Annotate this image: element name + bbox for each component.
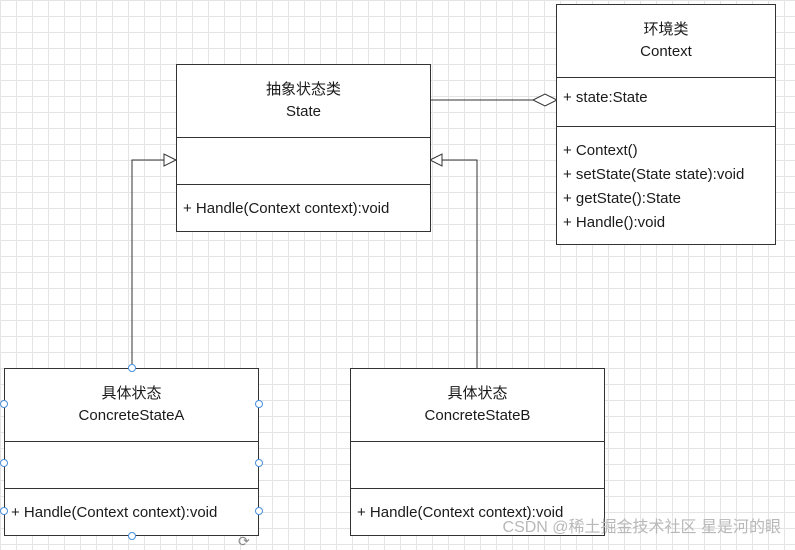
- resize-handle-right-middle[interactable]: [255, 459, 263, 467]
- generalization-arrow-b: [428, 153, 443, 167]
- class-concrete-b-name: ConcreteStateB: [424, 407, 531, 424]
- class-concrete-b-header: 具体状态 ConcreteStateB: [351, 369, 604, 442]
- class-state-attributes: [177, 138, 430, 185]
- class-context-header: 环境类 Context: [557, 5, 775, 78]
- class-concrete-a-header: 具体状态 ConcreteStateA: [5, 369, 258, 442]
- class-state-stereotype: 抽象状态类: [265, 81, 341, 98]
- resize-handle-bottom[interactable]: [128, 532, 136, 540]
- class-context-name: Context: [640, 43, 692, 60]
- resize-handle-top[interactable]: [128, 364, 136, 372]
- generalization-arrow-a: [163, 153, 178, 167]
- operation-handle: + Handle(Context context):void: [11, 504, 218, 521]
- resize-handle-right-lower[interactable]: [255, 507, 263, 515]
- attribute-state: + state:State: [563, 89, 648, 106]
- rotate-handle-icon[interactable]: ⟳: [238, 533, 250, 549]
- watermark: CSDN @稀土掘金技术社区 星是河的眼: [502, 519, 781, 536]
- class-concrete-state-a[interactable]: 具体状态 ConcreteStateA + Handle(Context con…: [4, 368, 259, 536]
- class-context-stereotype: 环境类: [643, 21, 689, 38]
- operation-handle: + Handle(Context context):void: [357, 504, 564, 521]
- resize-handle-left-middle[interactable]: [0, 459, 8, 467]
- class-state[interactable]: 抽象状态类 State + Handle(Context context):vo…: [176, 64, 431, 232]
- class-state-operations: + Handle(Context context):void: [177, 185, 430, 231]
- operation-handle: + Handle():void: [563, 214, 666, 231]
- class-concrete-a-name: ConcreteStateA: [78, 407, 185, 424]
- aggregation-diamond: [531, 93, 559, 107]
- class-state-name: State: [285, 103, 322, 120]
- class-concrete-state-b[interactable]: 具体状态 ConcreteStateB + Handle(Context con…: [350, 368, 605, 536]
- class-concrete-b-attributes: [351, 442, 604, 489]
- generalization-line-a: [131, 159, 164, 368]
- class-concrete-b-stereotype: 具体状态: [447, 385, 508, 402]
- generalization-line-b: [442, 159, 478, 368]
- class-concrete-a-operations: + Handle(Context context):void: [5, 489, 258, 535]
- operation-handle: + Handle(Context context):void: [183, 200, 390, 217]
- class-context-attributes: + state:State: [557, 78, 775, 127]
- class-context-operations: + Context() + setState(State state):void…: [557, 127, 775, 244]
- class-context[interactable]: 环境类 Context + state:State + Context() + …: [556, 4, 776, 245]
- class-concrete-a-attributes: [5, 442, 258, 489]
- resize-handle-left-lower[interactable]: [0, 507, 8, 515]
- resize-handle-right-upper[interactable]: [255, 400, 263, 408]
- operation-getstate: + getState():State: [563, 190, 681, 207]
- operation-setstate: + setState(State state):void: [563, 166, 745, 183]
- resize-handle-left-upper[interactable]: [0, 400, 8, 408]
- class-concrete-b-operations: + Handle(Context context):void: [351, 489, 604, 535]
- operation-context: + Context(): [563, 142, 638, 159]
- class-state-header: 抽象状态类 State: [177, 65, 430, 138]
- class-concrete-a-stereotype: 具体状态: [101, 385, 162, 402]
